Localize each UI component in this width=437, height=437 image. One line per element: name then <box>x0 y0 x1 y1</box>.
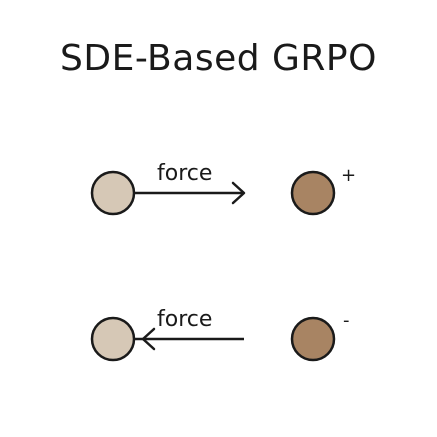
sign-positive: + <box>341 165 356 186</box>
diagram-title: SDE-Based GRPO <box>60 38 377 79</box>
row-negative: force - <box>90 307 350 362</box>
light-particle-2 <box>90 316 136 362</box>
dark-particle-2 <box>290 316 336 362</box>
dark-particle-1 <box>290 170 336 216</box>
arrowhead-right-icon <box>231 181 246 205</box>
sign-negative: - <box>343 310 350 331</box>
force-label-1: force <box>157 161 212 186</box>
arrowhead-left-icon <box>141 327 156 351</box>
force-label-2: force <box>157 307 212 332</box>
light-particle-1 <box>90 170 136 216</box>
row-positive: force + <box>90 161 356 216</box>
